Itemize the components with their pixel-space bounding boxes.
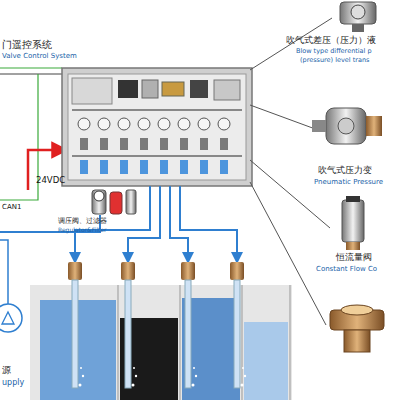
control-cabinet — [62, 68, 252, 186]
pressure-switch — [312, 108, 382, 144]
part-label: 吹气式差压（压力）液 — [286, 36, 376, 45]
part-label: 吹气式压力变 — [318, 166, 372, 175]
part-label-en: Pneumatic Pressure — [314, 179, 383, 187]
part-label-en: (pressure) level trans — [300, 57, 369, 64]
system-label-en: Valve Control System — [2, 53, 77, 61]
part-label: 恒流量阀 — [336, 253, 372, 262]
supply-label-en: upply — [2, 379, 24, 388]
constant-flow-controller — [342, 196, 364, 250]
part-label-en: Constant Flow Co — [316, 266, 377, 274]
part-label-en: Regulator&Filter — [58, 227, 107, 234]
bus-label: CAN1 — [2, 204, 21, 212]
system-label: 门遥控系统 — [2, 40, 52, 50]
part-label: 调压阀、过滤器 — [58, 218, 107, 225]
level-transmitter — [340, 2, 376, 32]
supply-label: 源 — [2, 366, 11, 376]
brass-fitting — [330, 305, 384, 352]
tanks — [30, 285, 292, 400]
power-label: 24VDC — [36, 176, 65, 185]
part-label-en: Blow type differential p — [296, 48, 372, 55]
regulator-filter — [92, 190, 136, 214]
bubble-tubes — [68, 262, 246, 388]
